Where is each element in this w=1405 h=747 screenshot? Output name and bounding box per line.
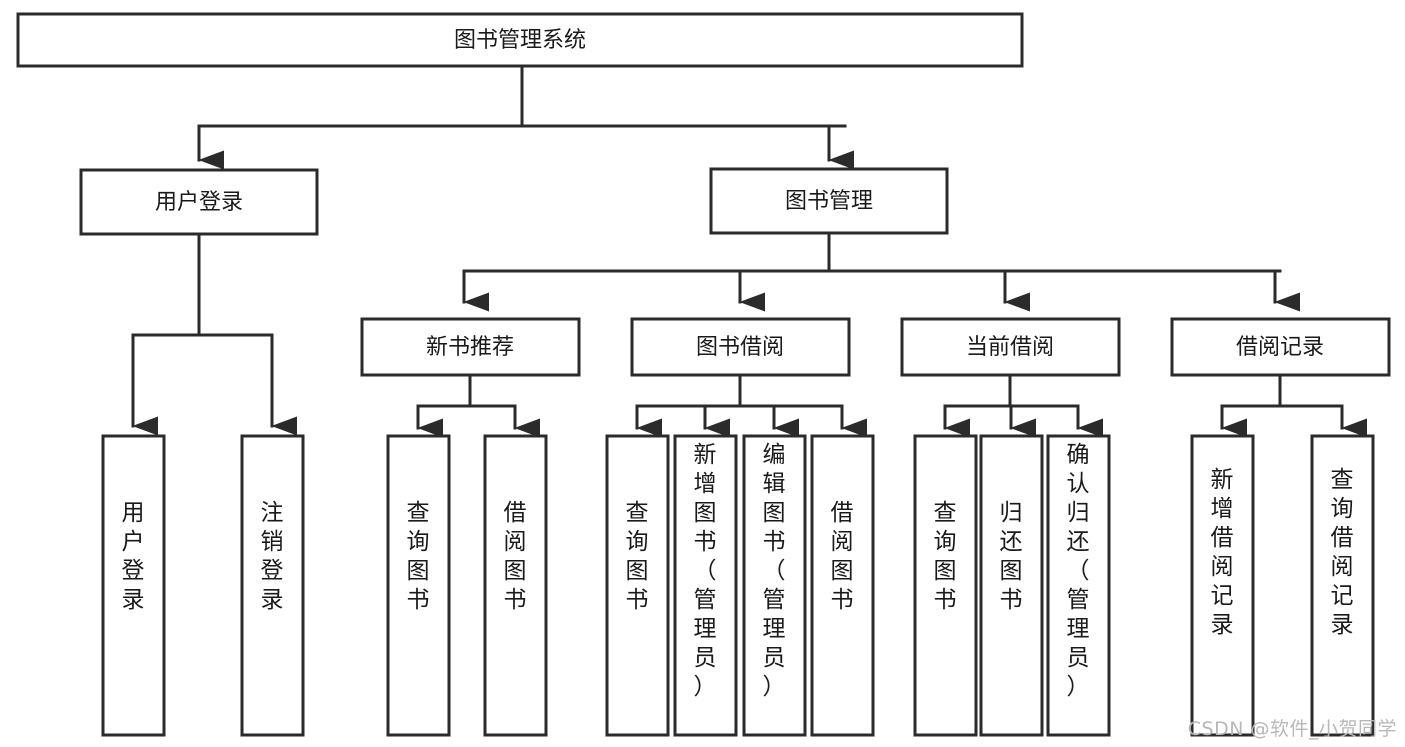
node-borrow-record-label: 借阅记录 xyxy=(1236,335,1324,360)
connector-book-borrow-to-leaves xyxy=(635,373,868,438)
connector-user-login-to-leaves xyxy=(131,232,298,436)
node-leaf-logout[interactable]: 注销登录 xyxy=(240,434,305,737)
node-leaf-add-record[interactable]: 新增借阅记录 xyxy=(1190,434,1255,737)
node-leaf-query-book-3-label: 查询图书 xyxy=(934,500,957,613)
node-leaf-user-login[interactable]: 用户登录 xyxy=(101,434,166,737)
node-root-label: 图书管理系统 xyxy=(454,28,586,53)
node-leaf-borrow-book-2[interactable]: 借阅图书 xyxy=(810,434,875,737)
node-leaf-confirm-return-label: 确认归还（管理员） xyxy=(1067,442,1090,700)
watermark: CSDN @软件_小贺同学 xyxy=(1187,718,1397,740)
node-root[interactable]: 图书管理系统 xyxy=(16,12,1024,68)
node-leaf-borrow-book-1[interactable]: 借阅图书 xyxy=(483,434,548,737)
node-leaf-query-book-1-label: 查询图书 xyxy=(407,500,430,613)
connector-borrow-record-to-leaves xyxy=(1220,373,1368,438)
connector-root-to-level1 xyxy=(197,64,855,170)
node-user-login[interactable]: 用户登录 xyxy=(79,168,319,236)
connector-book-management-to-level2 xyxy=(462,230,1301,312)
node-leaf-query-book-2[interactable]: 查询图书 xyxy=(605,434,670,737)
node-new-book-recommend[interactable]: 新书推荐 xyxy=(360,317,581,377)
node-leaf-edit-book[interactable]: 编辑图书（管理员） xyxy=(742,434,807,737)
node-book-borrow-label: 图书借阅 xyxy=(696,335,784,360)
node-leaf-query-book-3[interactable]: 查询图书 xyxy=(913,434,978,737)
node-leaf-confirm-return[interactable]: 确认归还（管理员） xyxy=(1046,434,1111,737)
connector-new-book-recommend-to-leaves xyxy=(416,373,541,438)
node-book-management-label: 图书管理 xyxy=(785,189,873,214)
node-user-login-label: 用户登录 xyxy=(155,190,243,215)
node-current-borrow[interactable]: 当前借阅 xyxy=(900,317,1121,377)
node-borrow-record[interactable]: 借阅记录 xyxy=(1170,317,1391,377)
node-leaf-query-record[interactable]: 查询借阅记录 xyxy=(1310,434,1375,737)
connector-current-borrow-to-leaves xyxy=(943,373,1104,438)
node-leaf-borrow-book-1-label: 借阅图书 xyxy=(504,500,527,613)
node-book-management[interactable]: 图书管理 xyxy=(709,167,949,235)
node-leaf-query-record-label: 查询借阅记录 xyxy=(1331,467,1354,638)
node-leaf-borrow-book-2-label: 借阅图书 xyxy=(831,500,854,613)
node-leaf-logout-label: 注销登录 xyxy=(261,500,284,613)
node-book-borrow[interactable]: 图书借阅 xyxy=(630,317,851,377)
node-leaf-add-book[interactable]: 新增图书（管理员） xyxy=(673,434,738,737)
node-leaf-add-book-label: 新增图书（管理员） xyxy=(694,442,717,700)
node-leaf-query-book-2-label: 查询图书 xyxy=(626,500,649,613)
node-new-book-recommend-label: 新书推荐 xyxy=(426,335,514,360)
node-leaf-return-book-label: 归还图书 xyxy=(1000,500,1023,613)
node-leaf-user-login-label: 用户登录 xyxy=(122,500,145,613)
node-leaf-return-book[interactable]: 归还图书 xyxy=(979,434,1044,737)
node-leaf-add-record-label: 新增借阅记录 xyxy=(1211,467,1234,638)
node-leaf-query-book-1[interactable]: 查询图书 xyxy=(386,434,451,737)
node-leaf-edit-book-label: 编辑图书（管理员） xyxy=(763,442,786,700)
node-current-borrow-label: 当前借阅 xyxy=(966,335,1054,360)
